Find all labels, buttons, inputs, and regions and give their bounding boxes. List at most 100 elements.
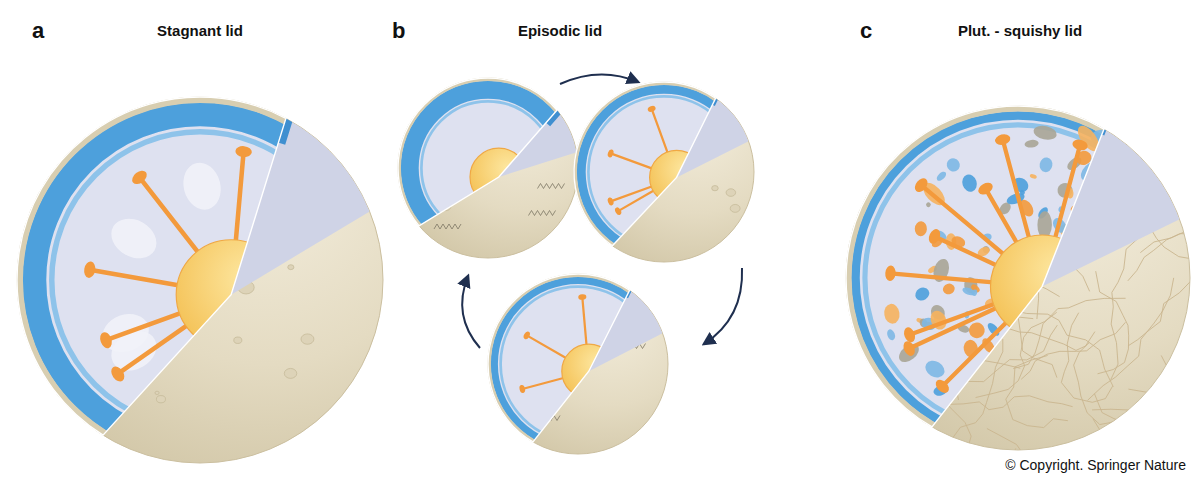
mantle-blob xyxy=(1029,173,1037,179)
mantle-blob xyxy=(1116,151,1135,170)
copyright-note: © Copyright. Springer Nature xyxy=(1005,457,1186,474)
surface-crack xyxy=(1167,158,1200,207)
plume-head xyxy=(901,339,917,357)
mantle-blob xyxy=(1086,351,1096,360)
mantle-plume xyxy=(921,185,1006,257)
mantle-plume xyxy=(910,302,999,334)
mantle-blob xyxy=(1132,165,1145,183)
mantle-blob xyxy=(1014,421,1023,429)
surface-crack xyxy=(817,438,920,486)
surface-crack xyxy=(1128,234,1200,281)
crust xyxy=(489,275,666,452)
mantle-blob xyxy=(1060,324,1089,343)
plume-head xyxy=(98,331,114,350)
surface-features xyxy=(751,0,1200,486)
mantle-blob xyxy=(1082,327,1106,351)
plume-head xyxy=(976,180,995,197)
mantle-blob xyxy=(1092,331,1106,344)
mantle-blob xyxy=(1144,168,1153,178)
surface-crack xyxy=(1027,0,1078,118)
core-edge xyxy=(1041,238,1043,287)
convection-cell xyxy=(178,158,226,213)
lid xyxy=(410,90,567,247)
mantle-blob xyxy=(1047,370,1066,391)
mantle-blob xyxy=(972,398,994,419)
mantle-blob xyxy=(1159,289,1166,296)
plume-head xyxy=(607,149,615,158)
surface-crack xyxy=(1128,241,1200,346)
mantle-plume xyxy=(152,334,200,396)
lid xyxy=(581,89,747,255)
mantle-blob xyxy=(1152,334,1167,352)
mantle-blob xyxy=(1079,367,1092,377)
plume-head xyxy=(235,145,252,157)
mantle-blob xyxy=(1076,385,1085,393)
surface-scar xyxy=(529,211,556,216)
mantle-blob xyxy=(1061,416,1079,436)
planet-cutaway xyxy=(17,97,383,463)
surface-crack xyxy=(1093,419,1160,486)
crater xyxy=(234,337,242,343)
cycle-arrows xyxy=(462,74,742,348)
mantle-plume xyxy=(935,236,1000,267)
crust xyxy=(399,79,576,256)
mantle-blob xyxy=(1021,402,1029,410)
surface-crack xyxy=(764,97,858,151)
plume-head xyxy=(1071,138,1089,152)
mantle-blob xyxy=(1051,361,1076,387)
mantle-blob xyxy=(1074,402,1088,416)
mantle-blob xyxy=(1106,323,1139,353)
mantle-blob xyxy=(1133,232,1154,252)
mantle-plume xyxy=(235,152,243,246)
crater xyxy=(156,396,165,403)
crust xyxy=(849,109,1188,448)
mantle-blob xyxy=(1071,215,1083,227)
mantle-blob xyxy=(997,424,1012,437)
mantle-blob xyxy=(1082,179,1110,201)
mantle-blob xyxy=(1039,156,1054,173)
mantle-plume xyxy=(106,312,185,341)
crater xyxy=(284,368,296,378)
lid xyxy=(494,280,661,447)
mantle-blob xyxy=(1124,173,1139,188)
crust xyxy=(575,83,752,260)
surface-crack xyxy=(1128,366,1200,416)
mantle-blob xyxy=(1032,124,1058,142)
crater xyxy=(301,334,314,344)
mantle-blob xyxy=(1142,165,1155,176)
mantle-blob xyxy=(1156,233,1180,262)
lid xyxy=(34,114,365,445)
plume-head xyxy=(614,206,623,216)
mantle-plume xyxy=(890,273,995,282)
mantle-blob xyxy=(1168,290,1186,305)
mantle-blob xyxy=(1160,300,1183,313)
planet-cutaway xyxy=(751,0,1200,486)
mantle-blob xyxy=(968,321,986,339)
panel-letter: c xyxy=(860,18,872,44)
mantle-blob xyxy=(1146,336,1162,350)
mantle-blob xyxy=(1050,411,1057,417)
plume-head xyxy=(607,197,615,206)
lid-base xyxy=(588,96,739,247)
planet-surface xyxy=(488,274,668,454)
mantle-blob xyxy=(1181,305,1200,319)
crater xyxy=(726,189,735,197)
crater xyxy=(288,265,294,270)
planet-cutaway xyxy=(398,78,578,258)
mantle-blob xyxy=(1144,270,1161,281)
mantle-blob xyxy=(1109,334,1134,362)
mantle-blob xyxy=(1074,329,1080,335)
mantle-blob xyxy=(1183,287,1200,312)
mantle-blob xyxy=(1164,230,1188,250)
surface-crack xyxy=(1111,235,1142,380)
plume-head xyxy=(130,168,150,187)
mantle-blob xyxy=(1154,171,1163,177)
interior xyxy=(398,78,577,257)
mantle-blob xyxy=(1130,264,1152,296)
mantle-plume xyxy=(942,319,1009,386)
surface-crack xyxy=(1096,271,1129,374)
cycle-arrow xyxy=(560,74,638,84)
surface-crack xyxy=(1161,355,1200,473)
